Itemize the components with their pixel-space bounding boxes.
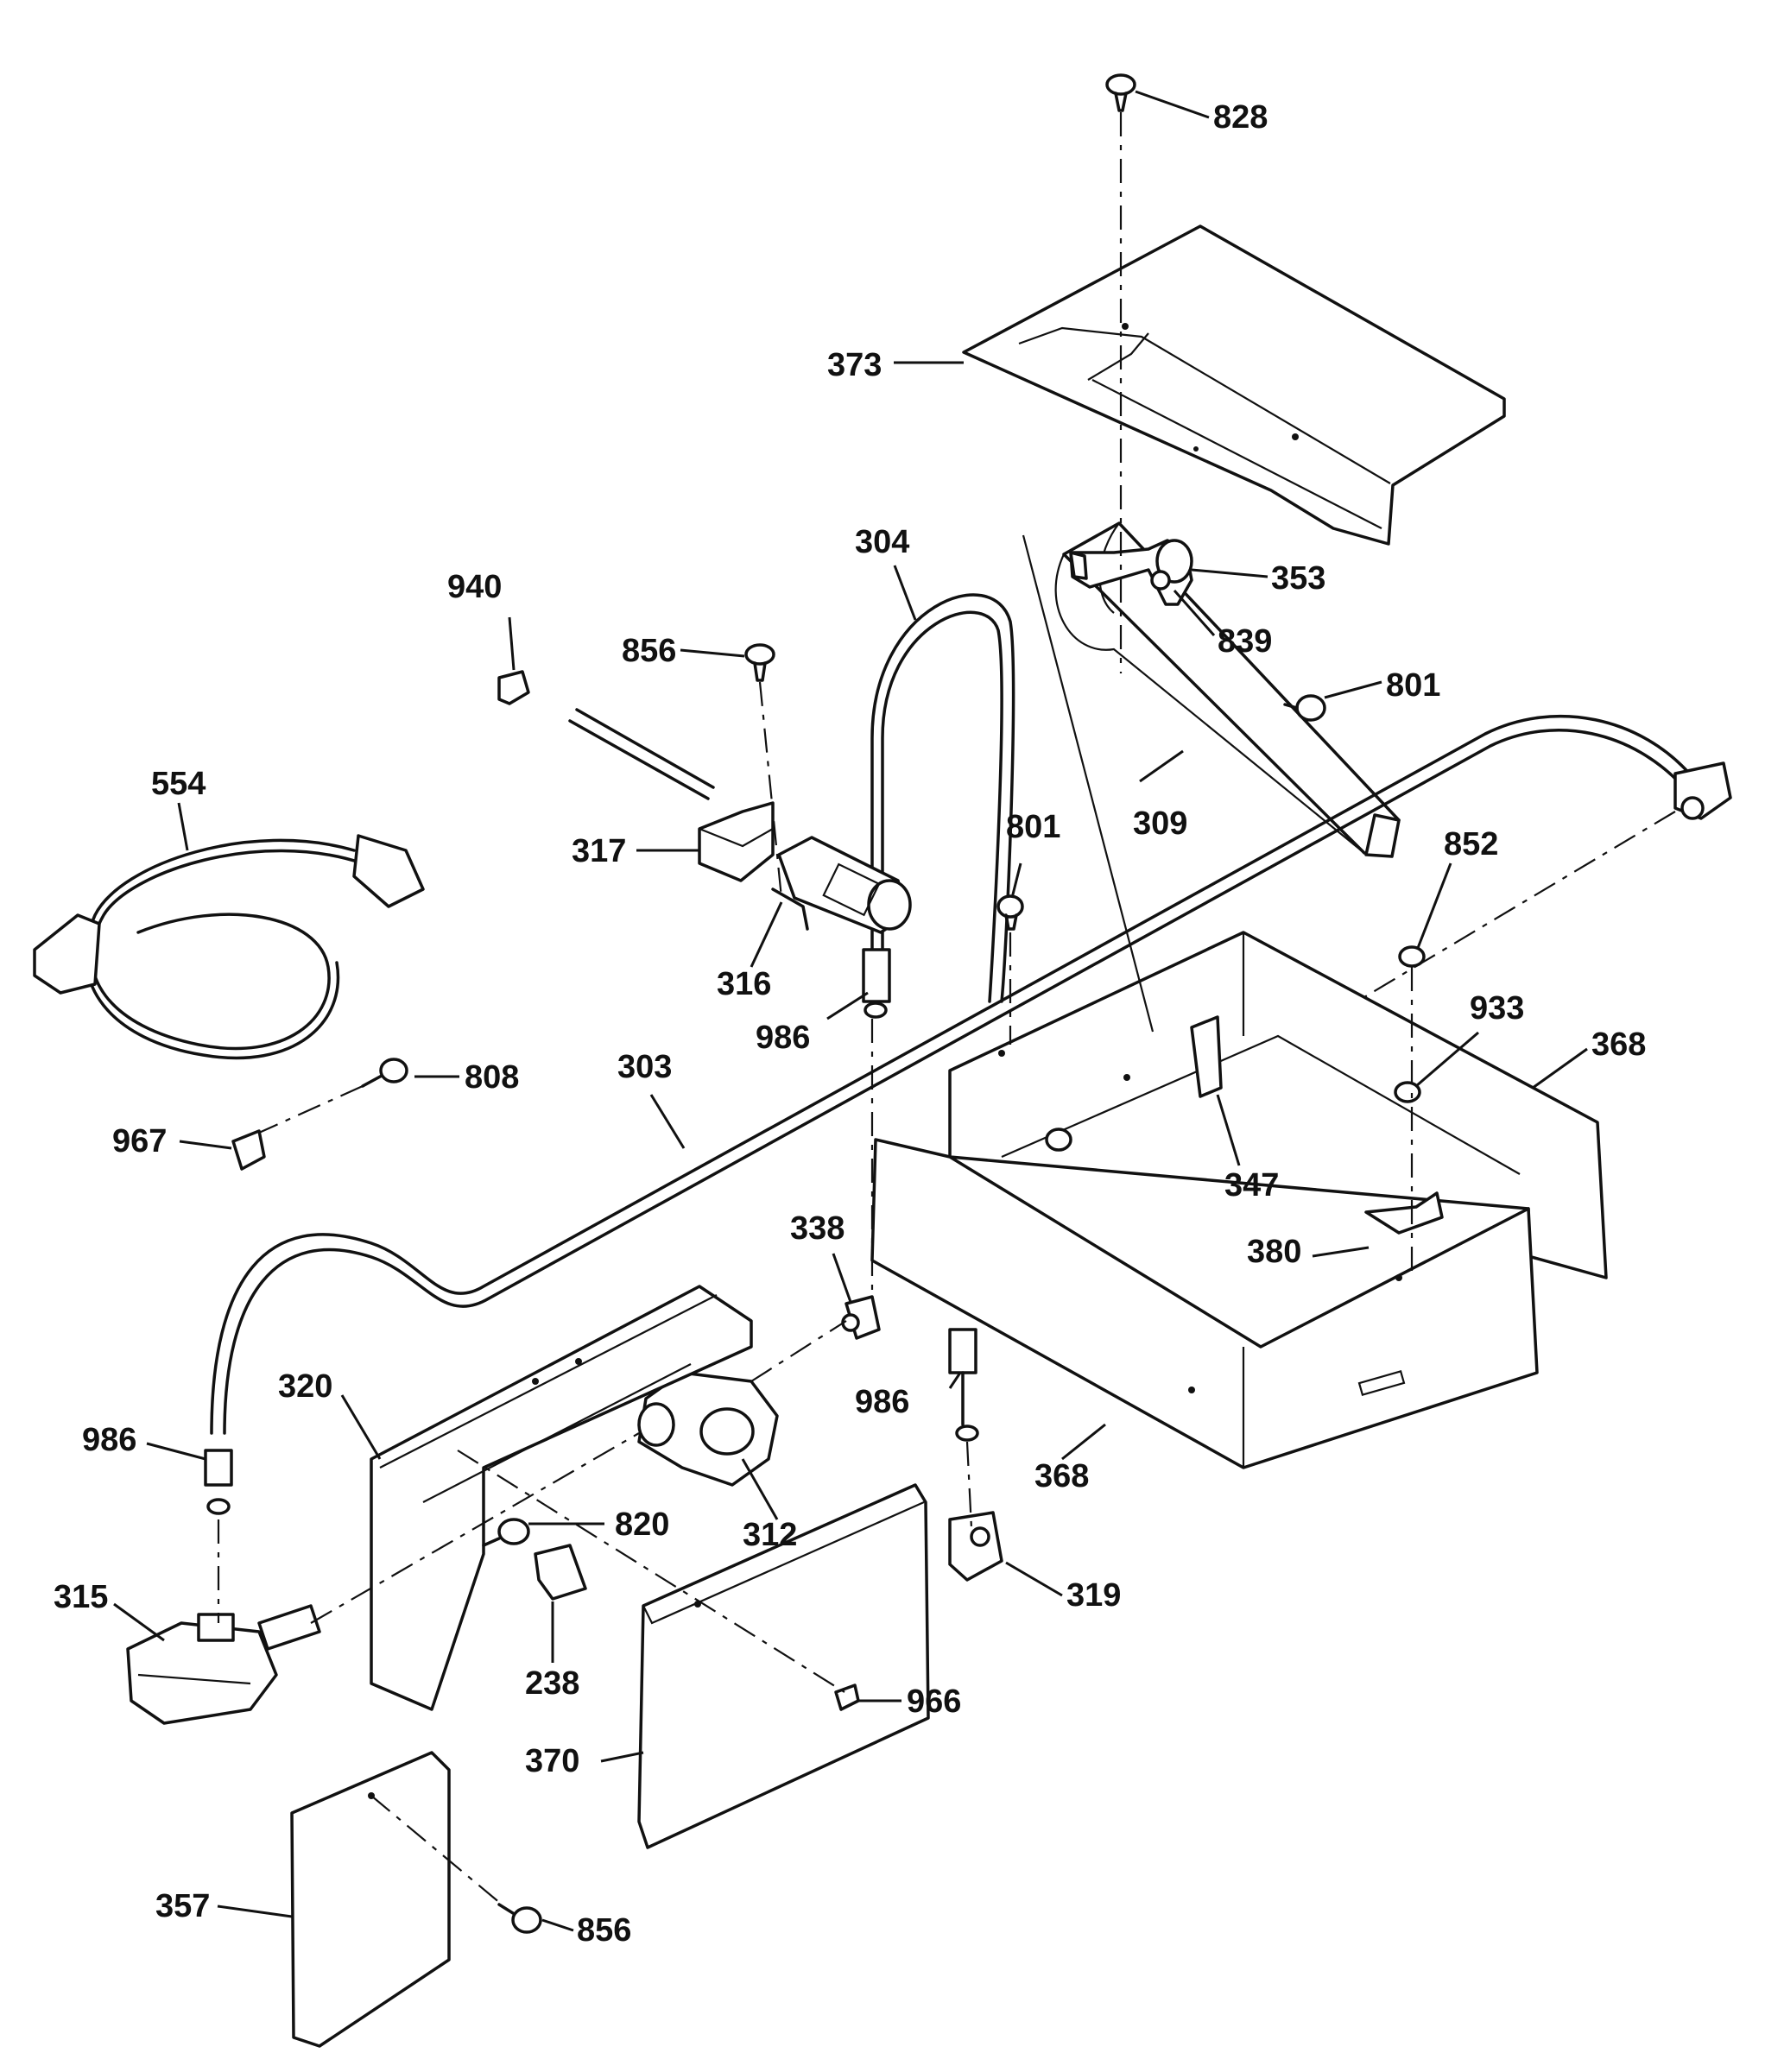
- part-304-pilot-tube: [862, 593, 1015, 1019]
- callout-353: 353: [1271, 560, 1325, 597]
- part-801-screw-b: [996, 894, 1024, 931]
- leader-lines: [113, 90, 1588, 1932]
- part-852-screw: [1398, 945, 1426, 968]
- callout-303: 303: [617, 1049, 672, 1085]
- callout-368-right: 368: [1591, 1027, 1646, 1063]
- callout-370: 370: [525, 1743, 579, 1779]
- part-317-igniter-bracket: [568, 708, 775, 882]
- callout-852: 852: [1444, 826, 1498, 862]
- part-338-orifice-fitting: [841, 1295, 881, 1340]
- callout-347: 347: [1224, 1167, 1279, 1203]
- callout-967: 967: [112, 1123, 167, 1159]
- callout-554: 554: [151, 766, 206, 802]
- part-839-orifice: [1150, 570, 1171, 591]
- callout-986-mid: 986: [756, 1020, 810, 1056]
- callout-820: 820: [615, 1507, 669, 1543]
- part-801-screw-a: [1283, 694, 1326, 722]
- callout-317: 317: [572, 833, 626, 869]
- callout-320: 320: [278, 1368, 332, 1405]
- callout-828: 828: [1213, 99, 1268, 136]
- part-820-screw: [482, 1518, 530, 1547]
- part-315-gas-valve: [126, 1604, 321, 1725]
- callout-856-top: 856: [622, 633, 676, 669]
- part-238-switch: [534, 1544, 587, 1601]
- callout-312: 312: [743, 1517, 797, 1553]
- part-967-clamp: [231, 1129, 266, 1171]
- part-319-valve: [948, 1511, 1003, 1582]
- callout-338: 338: [790, 1210, 845, 1247]
- part-370-panel: [637, 1483, 930, 1849]
- callout-380: 380: [1247, 1234, 1301, 1270]
- part-986-fitting-left: [204, 1449, 233, 1515]
- callout-309: 309: [1133, 805, 1187, 842]
- part-856-screw-top: [744, 643, 775, 682]
- callout-986-center: 986: [855, 1384, 909, 1420]
- callout-933: 933: [1470, 990, 1524, 1027]
- callout-801-mid: 801: [1006, 809, 1060, 845]
- part-933-grommet: [1394, 1081, 1421, 1103]
- callout-labels: 828 373 304 353 839 940 856 801 554 317 …: [54, 99, 1646, 1949]
- part-357-cover: [290, 1751, 451, 2048]
- part-320-manifold-bracket: [370, 1285, 753, 1711]
- callout-357: 357: [155, 1888, 210, 1924]
- callout-986-left: 986: [82, 1422, 136, 1458]
- callout-801-top: 801: [1386, 667, 1440, 704]
- callout-319: 319: [1066, 1577, 1121, 1614]
- part-309-burner-tube: [1054, 521, 1401, 858]
- part-303-fitting: [1673, 761, 1732, 820]
- part-312-regulator: [637, 1371, 779, 1487]
- part-828-screw: [1105, 73, 1136, 112]
- part-940-wire-nut: [497, 670, 530, 705]
- assembly-lines: [217, 112, 1676, 1905]
- callout-238: 238: [525, 1665, 579, 1702]
- callout-940: 940: [447, 569, 502, 605]
- part-380-pilot-bracket: [1364, 1191, 1444, 1235]
- callout-966: 966: [907, 1684, 961, 1720]
- part-316-igniter: [771, 836, 912, 934]
- callout-808: 808: [465, 1059, 519, 1096]
- part-554-power-cord: [33, 834, 425, 1060]
- part-368-burner-box: [870, 931, 1608, 1469]
- part-303-gas-tube: [210, 714, 1694, 1435]
- callout-368-bottom: 368: [1034, 1458, 1089, 1494]
- callout-856-bottom: 856: [577, 1912, 631, 1949]
- part-856-screw-bottom: [497, 1903, 542, 1934]
- part-373-deflector-plate: [962, 224, 1506, 546]
- callout-315: 315: [54, 1579, 108, 1615]
- part-808-screw: [361, 1058, 408, 1088]
- callout-839: 839: [1218, 623, 1272, 660]
- callout-304: 304: [855, 524, 909, 560]
- callout-316: 316: [717, 966, 771, 1002]
- callout-373: 373: [827, 347, 882, 383]
- part-986-fitting-center: [948, 1328, 979, 1442]
- part-347-bracket: [1190, 1015, 1223, 1098]
